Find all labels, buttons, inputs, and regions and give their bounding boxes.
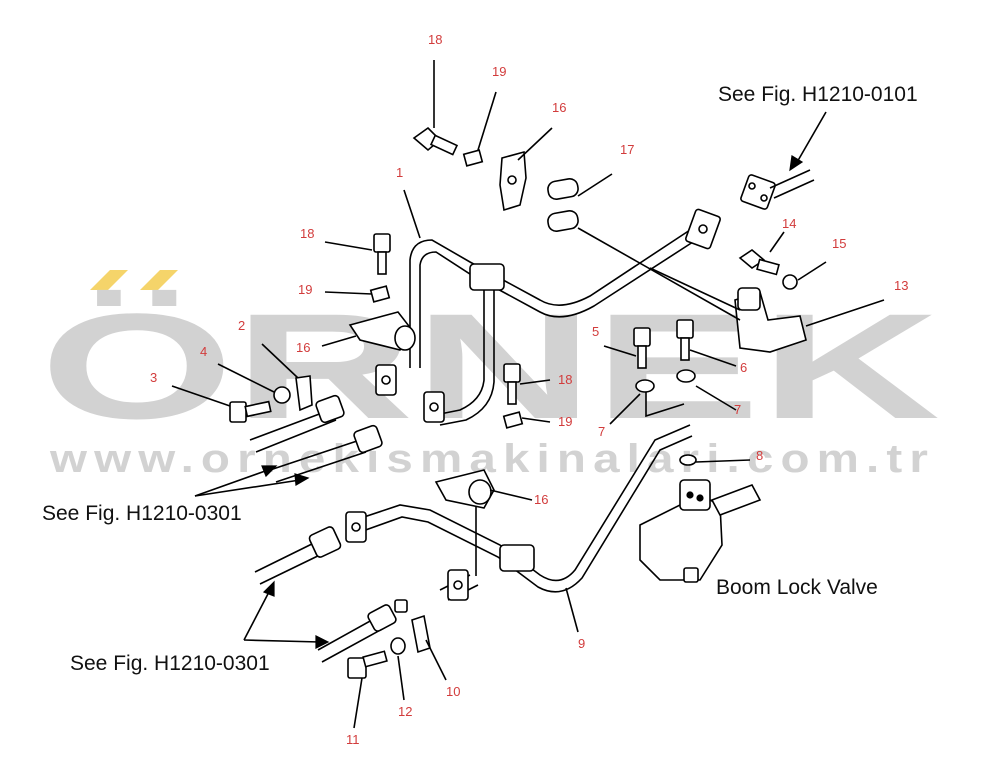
reference-arrows	[194, 111, 827, 649]
label-part-2: 2	[238, 318, 245, 333]
watermark: ÖRNEK www.ornekismakinalari.com.tr	[40, 270, 940, 481]
label-part-12: 12	[398, 704, 412, 719]
watermark-accent-left	[90, 270, 128, 290]
pipe-tee-lower	[499, 544, 535, 572]
part-labels: 18 19 16 17 1 18 19 16 2 4 3 14 15 13 5 …	[150, 32, 908, 747]
label-part-16-left: 16	[296, 340, 310, 355]
label-part-6: 6	[740, 360, 747, 375]
label-part-8: 8	[756, 448, 763, 463]
watermark-brand: ÖRNEK	[40, 282, 940, 450]
label-part-14: 14	[782, 216, 796, 231]
label-part-4: 4	[200, 344, 207, 359]
label-part-18-mid: 18	[558, 372, 572, 387]
hoses-left	[249, 394, 408, 663]
label-part-16-top: 16	[552, 100, 566, 115]
watermark-url: www.ornekismakinalari.com.tr	[49, 437, 935, 481]
upper-pipe	[409, 208, 721, 426]
label-part-1: 1	[396, 165, 403, 180]
label-part-9: 9	[578, 636, 585, 651]
label-part-18-left: 18	[300, 226, 314, 241]
bracket-assembly	[734, 169, 815, 353]
label-part-13: 13	[894, 278, 908, 293]
label-part-5: 5	[592, 324, 599, 339]
clamps	[348, 149, 579, 509]
label-part-19-mid: 19	[558, 414, 572, 429]
label-part-11: 11	[346, 732, 360, 747]
leader-lines	[171, 60, 885, 729]
watermark-accent-right	[140, 270, 178, 290]
ref-fig-left-lower: See Fig. H1210-0301	[70, 652, 270, 675]
ref-fig-top-right: See Fig. H1210-0101	[718, 83, 918, 106]
pipe-flanges	[345, 364, 469, 601]
label-part-15: 15	[832, 236, 846, 251]
label-part-16-mid: 16	[534, 492, 548, 507]
boom-lock-valve	[639, 479, 762, 583]
label-part-19-top: 19	[492, 64, 506, 79]
label-part-19-left: 19	[298, 282, 312, 297]
label-part-3: 3	[150, 370, 157, 385]
label-part-18-top: 18	[428, 32, 442, 47]
ref-boom-lock-valve: Boom Lock Valve	[716, 576, 878, 599]
label-part-17: 17	[620, 142, 634, 157]
label-part-7-right: 7	[734, 402, 741, 417]
bolts	[229, 126, 798, 679]
label-part-7-left: 7	[598, 424, 605, 439]
label-part-10: 10	[446, 684, 460, 699]
pipe-tee-upper	[469, 263, 505, 291]
reference-labels: See Fig. H1210-0101 See Fig. H1210-0301 …	[42, 83, 918, 675]
ref-fig-left-upper: See Fig. H1210-0301	[42, 502, 242, 525]
